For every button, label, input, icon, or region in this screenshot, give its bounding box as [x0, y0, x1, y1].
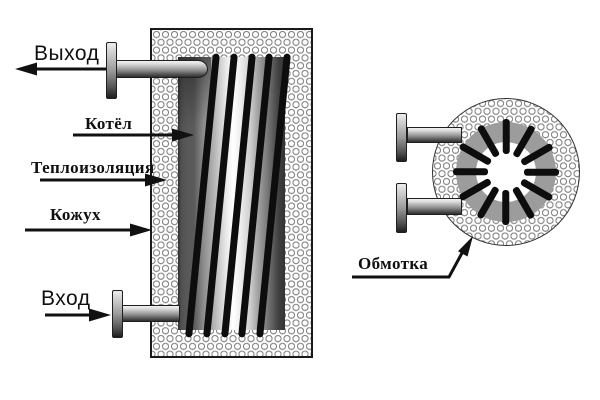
cross-top-pipe-flange — [396, 113, 407, 162]
boiler-label: Котёл — [85, 114, 133, 133]
cross-bottom-pipe — [407, 198, 462, 215]
cross-bottom-pipe-flange — [396, 183, 407, 233]
winding-bar — [502, 190, 510, 225]
insulation-label: Теплоизоляция — [31, 158, 155, 177]
inlet-arrow — [45, 308, 111, 322]
casing-arrow — [25, 223, 152, 237]
winding-bar — [502, 119, 510, 154]
winding-bar — [524, 168, 559, 176]
cross-top-pipe — [407, 127, 462, 143]
outlet-pipe — [116, 60, 208, 78]
winding-bar — [453, 168, 488, 176]
inlet-label: Вход — [41, 287, 91, 310]
winding-label: Обмотка — [358, 254, 429, 273]
inlet-pipe — [122, 305, 180, 322]
casing-label: Кожух — [50, 205, 101, 224]
outlet-label: Выход — [34, 42, 100, 65]
